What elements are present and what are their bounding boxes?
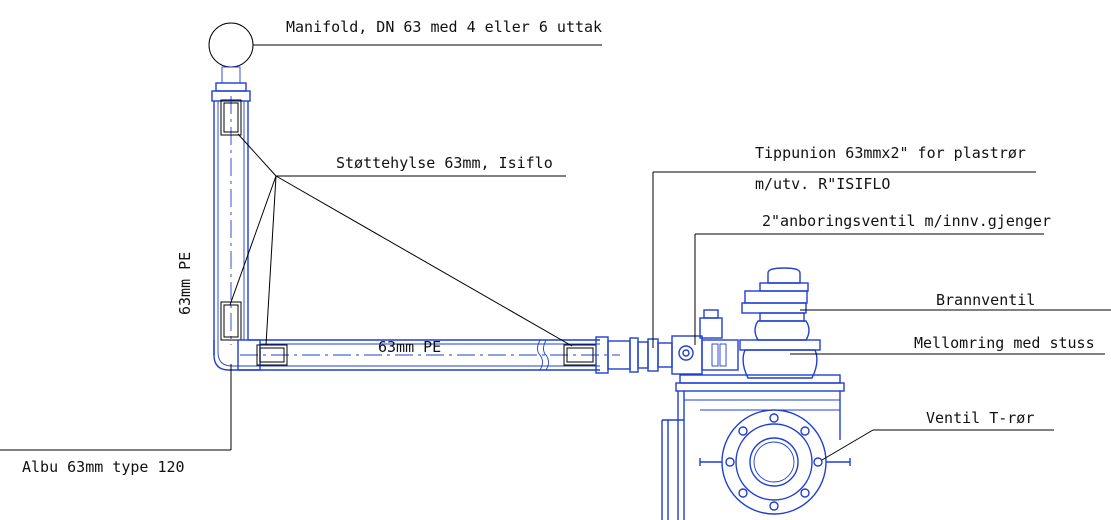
manifold [208,22,254,102]
label-tippunion-line1: Tippunion 63mmx2" for plastrør [755,144,1026,162]
t-pipe-valve [661,391,851,520]
label-anboringsventil: 2"anboringsventil m/innv.gjenger [762,212,1051,230]
label-pipe-vertical: 63mm PE [176,252,194,315]
label-manifold: Manifold, DN 63 med 4 eller 6 uttak [286,18,602,36]
vertical-pipe [213,96,249,355]
horizontal-pipe [240,339,620,371]
leader-lines [0,44,1111,461]
label-tippunion-line2: m/utv. R"ISIFLO [755,175,890,193]
label-mellomring: Mellomring med stuss [914,334,1095,352]
label-brannventil: Brannventil [936,291,1035,309]
fire-valve [675,267,845,392]
tippunion [595,336,673,374]
label-ventil-t-ror: Ventil T-rør [926,409,1034,427]
label-pipe-horizontal: 63mm PE [378,338,441,356]
label-stottehylse: Støttehylse 63mm, Isiflo [336,154,553,172]
tapping-valve [671,309,739,375]
label-albu: Albu 63mm type 120 [22,458,185,476]
